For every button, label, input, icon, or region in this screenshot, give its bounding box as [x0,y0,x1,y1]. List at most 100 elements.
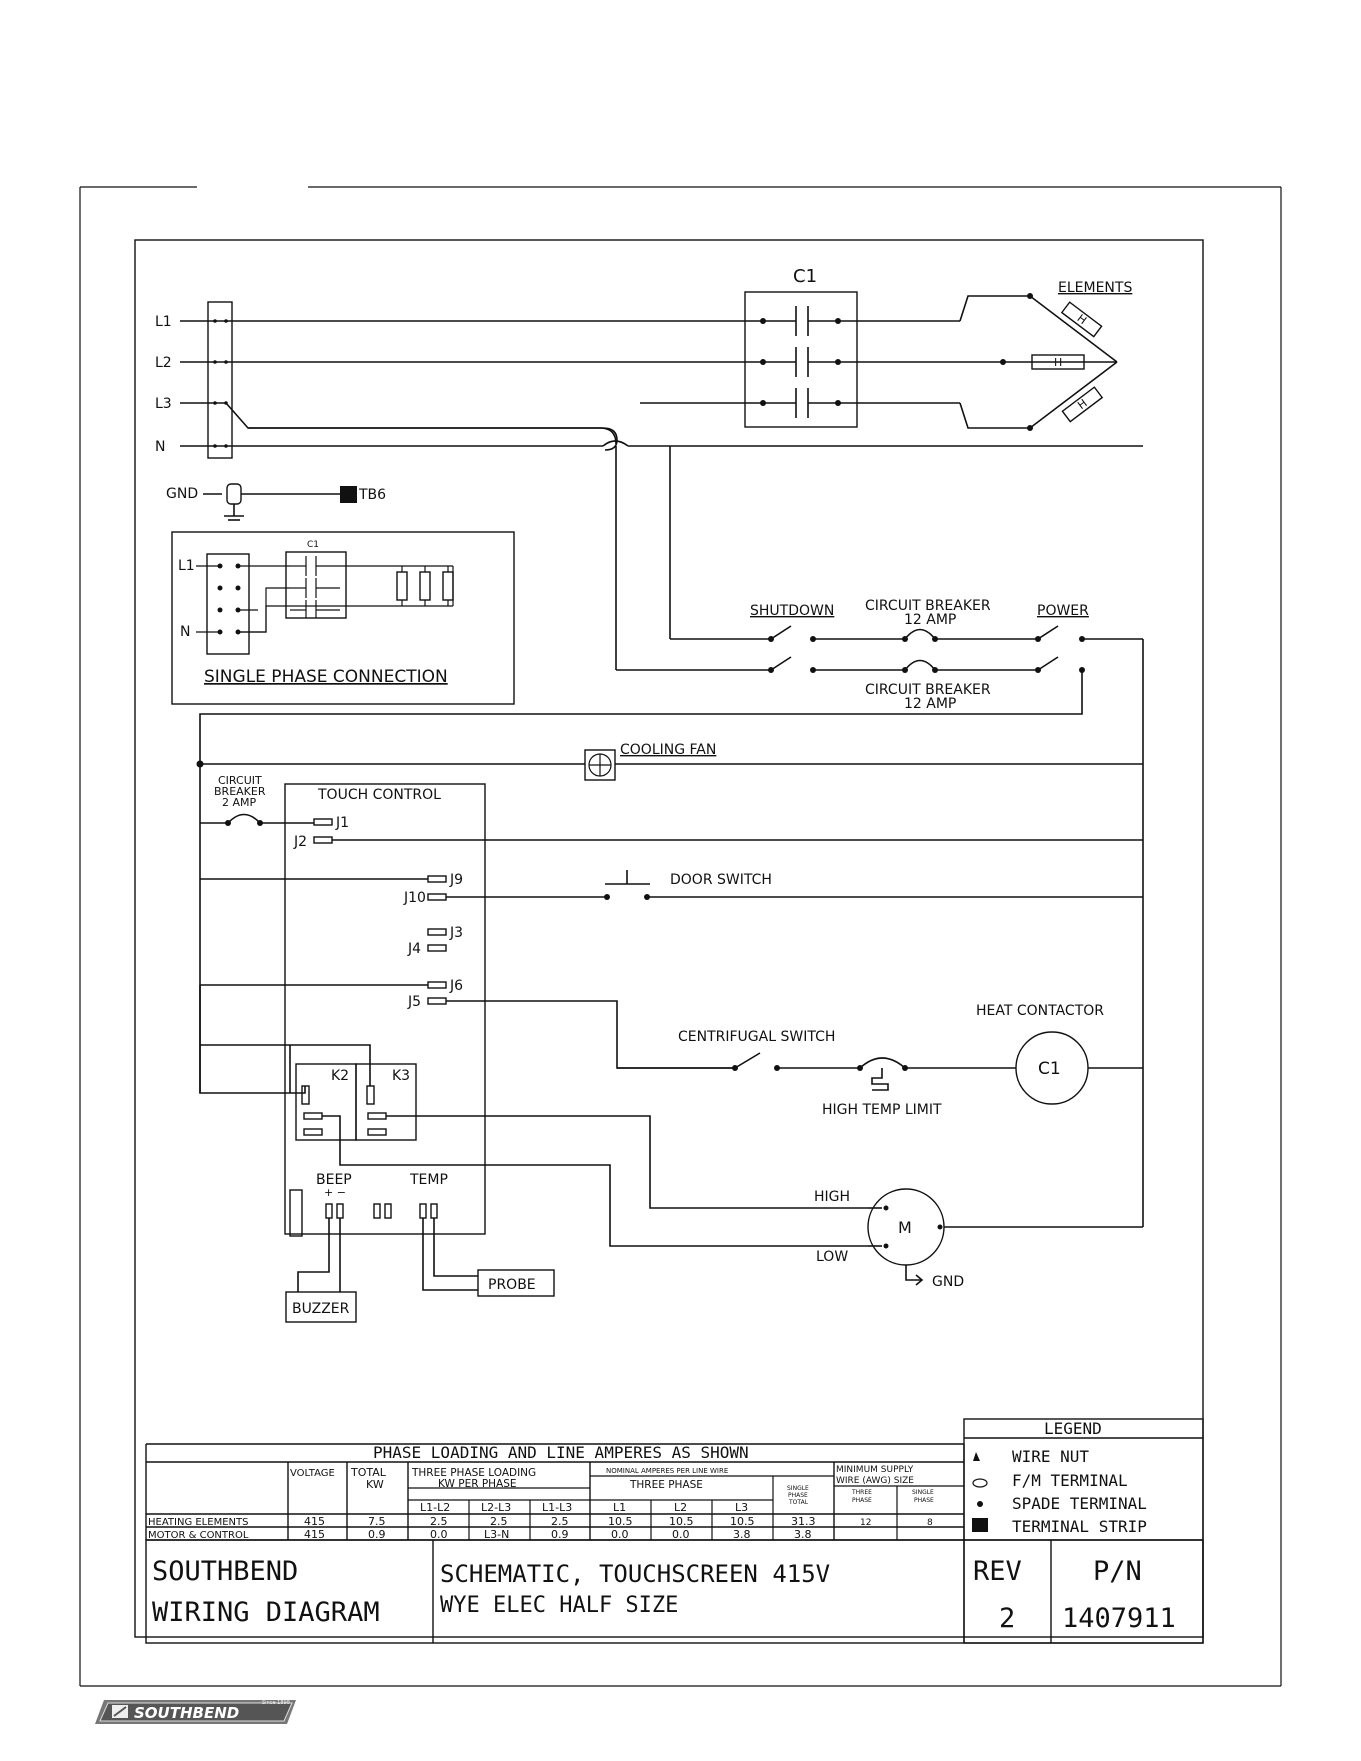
h-min-three-1: THREE [851,1489,872,1496]
southbend-logo [95,1700,296,1724]
door-switch-label: DOOR SWITCH [670,872,772,888]
h-three-1: THREE PHASE LOADING [411,1467,536,1479]
h-min-single-2: PHASE [914,1497,934,1504]
legend-item: TERMINAL STRIP [1012,1517,1147,1536]
drawing-border [134,239,1204,1638]
temp-label: TEMP [409,1172,448,1188]
beep-label: BEEP [316,1172,352,1188]
j6: J6 [449,978,463,994]
svg-text:0.0: 0.0 [672,1528,690,1541]
svg-text:8: 8 [927,1518,933,1528]
cb12-top-line1: CIRCUIT BREAKER [865,598,991,614]
pn-value: 1407911 [1062,1603,1176,1634]
buzzer-box [285,1291,357,1323]
svg-text:L3-N: L3-N [484,1528,509,1541]
svg-text:0.0: 0.0 [430,1528,448,1541]
company-name: SOUTHBEND [152,1556,298,1587]
svg-text:10.5: 10.5 [730,1515,755,1528]
touch-control-box [284,783,486,1235]
sub-2: L2-L3 [481,1501,511,1514]
legend-item: F/M TERMINAL [1012,1471,1128,1490]
sub-3: L1-L3 [542,1501,572,1514]
door-switch [604,870,1143,900]
h-min-1: MINIMUM SUPPLY [836,1465,914,1475]
svg-text:415: 415 [304,1515,325,1528]
svg-text:12: 12 [860,1518,871,1528]
schematic-desc-2: WYE ELEC HALF SIZE [440,1593,678,1618]
h-single-3: TOTAL [788,1499,809,1506]
svg-text:3.8: 3.8 [794,1528,812,1541]
main-contactor [744,291,1030,428]
j1: J1 [335,815,349,831]
svg-text:0.9: 0.9 [368,1528,386,1541]
contactor-label: C1 [793,266,817,287]
motor-low-label: LOW [816,1249,848,1265]
breaker-2amp [200,813,314,826]
touch-control-connectors [200,818,1143,1069]
svg-text:0.9: 0.9 [551,1528,569,1541]
legend-title: LEGEND [1044,1419,1102,1438]
sub-5: L2 [674,1501,687,1514]
element-h-3: H [1075,397,1089,412]
gnd-lug [203,483,340,521]
probe-box [477,1269,555,1297]
svg-text:2.5: 2.5 [490,1515,508,1528]
element-h-2: H [1054,356,1062,369]
svg-text:3.8: 3.8 [733,1528,751,1541]
svg-text:2.5: 2.5 [430,1515,448,1528]
sp-c1: C1 [307,540,319,550]
j3: J3 [449,925,463,941]
element-h-1: H [1075,312,1089,327]
cb12-bot-line1: CIRCUIT BREAKER [865,682,991,698]
label-gnd: GND [166,486,198,502]
j2: J2 [293,834,307,850]
sub-6: L3 [735,1501,748,1514]
svg-text:MOTOR & CONTROL: MOTOR & CONTROL [148,1530,249,1541]
outer-frame [79,186,1282,1687]
buzzer-label: BUZZER [292,1301,350,1317]
sp-l1: L1 [178,558,195,574]
h-three-2: KW PER PHASE [438,1478,517,1490]
cooling-fan [196,749,1143,781]
single-phase-connection [171,531,515,705]
label-l1: L1 [155,314,172,330]
cooling-fan-label: COOLING FAN [620,742,716,758]
heat-circuit [617,1031,1143,1105]
phase-table-grid [145,1443,965,1541]
svg-text:10.5: 10.5 [669,1515,694,1528]
motor [867,1188,1143,1286]
h-min-three-2: PHASE [852,1497,872,1504]
j10: J10 [403,890,426,906]
svg-text:0.0: 0.0 [611,1528,629,1541]
motor-gnd-label: GND [932,1274,964,1290]
label-tb6: TB6 [358,487,386,503]
sp-title: SINGLE PHASE CONNECTION [204,667,448,687]
svg-text:2.5: 2.5 [551,1515,569,1528]
centrifugal-switch-label: CENTRIFUGAL SWITCH [678,1029,835,1045]
l3-contactor-feed [248,402,760,670]
tb6-terminal-strip [340,486,357,503]
cb12-top-line2: 12 AMP [904,612,956,628]
table-row: MOTOR & CONTROL 415 0.9 0.0 L3-N 0.9 0.0… [148,1528,812,1541]
h-total-1: TOTAL [350,1466,387,1479]
svg-text:7.5: 7.5 [368,1515,386,1528]
cb2-line2: BREAKER [214,785,266,798]
high-temp-limit-label: HIGH TEMP LIMIT [822,1102,942,1118]
beep-polarity: + − [324,1186,346,1199]
switch-network [199,446,1144,1227]
logo-since: Since 1898 [262,1700,290,1706]
motor-high-label: HIGH [814,1189,850,1205]
h-amps: NOMINAL AMPERES PER LINE WIRE [606,1467,728,1475]
h-three-phase: THREE PHASE [629,1479,703,1491]
touch-control-title: TOUCH CONTROL [317,787,441,803]
j4: J4 [407,941,421,957]
phase-table-title: PHASE LOADING AND LINE AMPERES AS SHOWN [373,1443,749,1462]
motor-label: M [898,1218,912,1237]
h-voltage: VOLTAGE [290,1468,335,1479]
terminal-block [207,301,233,459]
heat-contactor-coil: C1 [1038,1059,1061,1079]
svg-text:31.3: 31.3 [791,1515,816,1528]
power-label: POWER [1037,603,1089,619]
cb2-line3: 2 AMP [222,796,257,809]
